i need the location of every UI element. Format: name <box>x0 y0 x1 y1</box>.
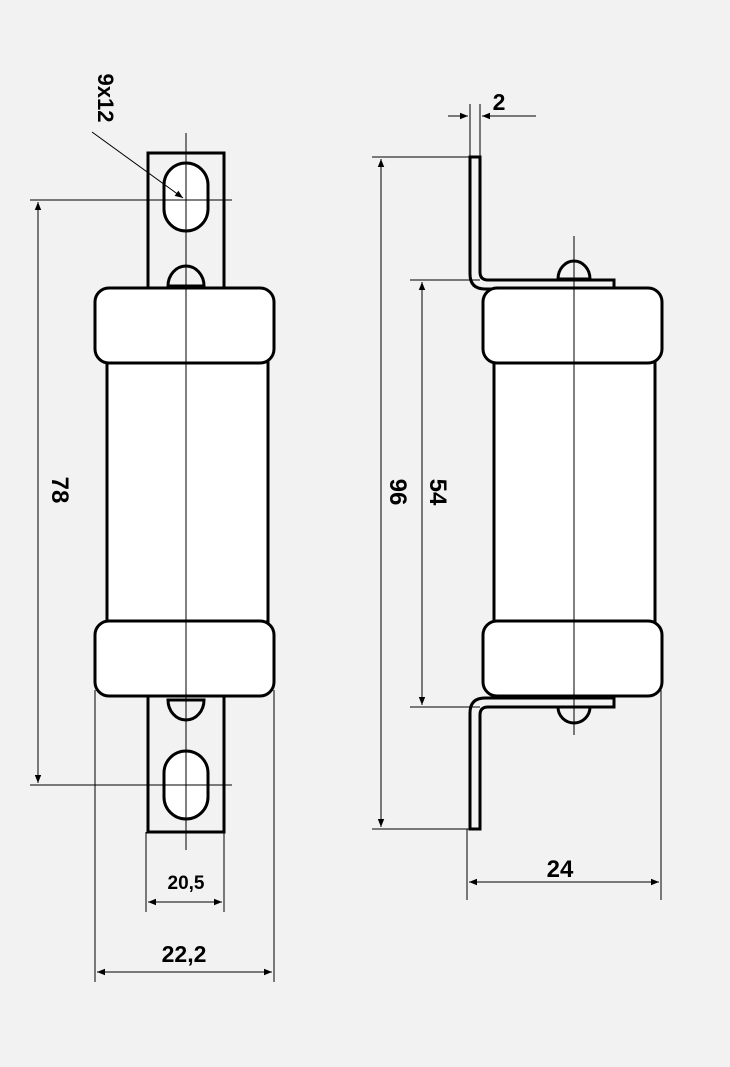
side-view <box>468 155 664 831</box>
dim-24-label: 24 <box>547 856 574 883</box>
dim-24: 24 <box>466 690 662 900</box>
dim-20-5: 20,5 <box>145 832 225 912</box>
dim-78-label: 78 <box>46 477 73 504</box>
side-bottom-bracket <box>468 696 616 831</box>
dim-20-5-label: 20,5 <box>168 873 205 894</box>
front-bottom-cap <box>93 619 276 698</box>
dim-9x12-label: 9x12 <box>93 74 118 123</box>
side-top-cap <box>481 286 664 365</box>
dim-78: 78 <box>30 199 232 786</box>
front-barrel <box>105 358 270 624</box>
dim-2-label: 2 <box>493 89 506 115</box>
front-view <box>93 133 276 850</box>
side-bottom-cap <box>481 619 664 698</box>
dim-22-2-label: 22,2 <box>162 941 207 967</box>
dim-2: 2 <box>448 89 536 157</box>
dim-22-2: 22,2 <box>94 690 275 982</box>
front-top-cap <box>93 286 276 365</box>
dim-9x12: 9x12 <box>91 74 184 199</box>
side-top-bracket <box>468 155 616 291</box>
dim-96-label: 96 <box>384 479 411 506</box>
dim-96: 96 <box>372 156 472 830</box>
dim-54-label: 54 <box>424 479 451 506</box>
dim-54: 54 <box>410 279 480 708</box>
